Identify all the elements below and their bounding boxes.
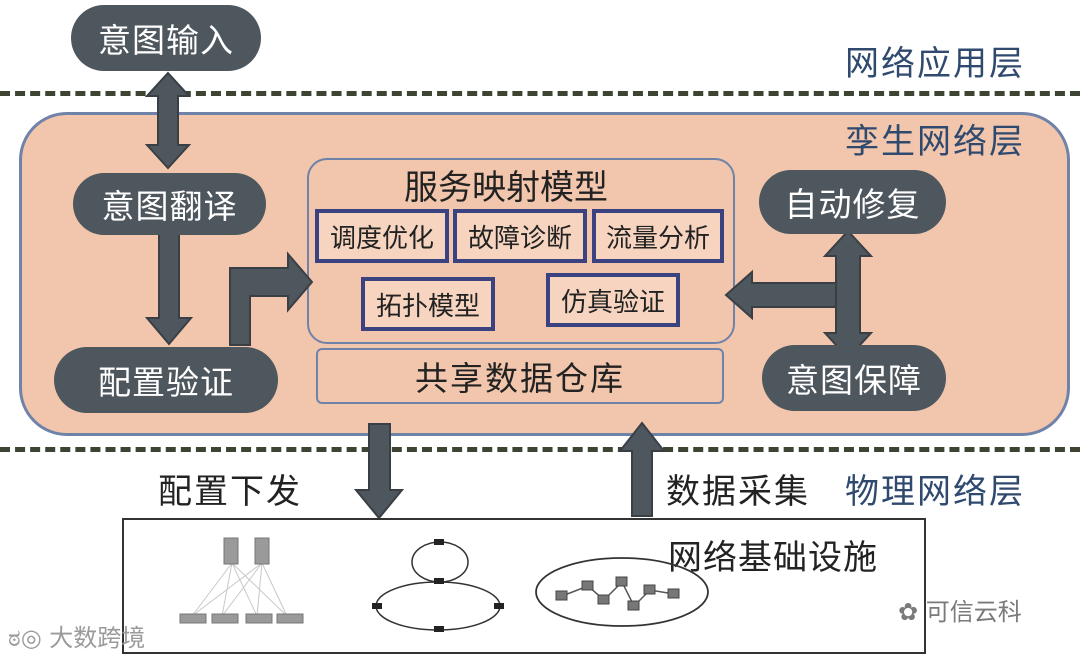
network-infrastructure-title: 网络基础设施 bbox=[668, 538, 878, 578]
auto-repair-node: 自动修复 bbox=[759, 170, 946, 234]
arrow-to-service-model bbox=[724, 269, 837, 321]
arrow-data-collect bbox=[617, 421, 667, 517]
service-mapping-model-box bbox=[307, 158, 735, 344]
arrow-translate-verify bbox=[144, 231, 194, 346]
data-collect-label: 数据采集 bbox=[666, 472, 810, 512]
intent-translate-node: 意图翻译 bbox=[73, 173, 266, 235]
layer-divider-bottom bbox=[0, 447, 1080, 452]
physical-layer-label: 物理网络层 bbox=[845, 472, 1025, 512]
arrow-config-push bbox=[353, 423, 405, 520]
wechat-icon: ✿ bbox=[898, 598, 926, 626]
mesh-topology-icon bbox=[535, 557, 709, 627]
watermark-left: ಠ◎ 大数跨境 bbox=[8, 618, 145, 653]
service-mapping-model-title: 服务映射模型 bbox=[404, 168, 608, 208]
config-push-label: 配置下发 bbox=[158, 472, 302, 512]
module-schedule-optimization: 调度优化 bbox=[315, 209, 449, 263]
module-topology-model: 拓扑模型 bbox=[361, 277, 495, 331]
datacenter-topology-icon bbox=[191, 562, 288, 617]
twin-layer-label: 孪生网络层 bbox=[845, 122, 1025, 162]
application-layer-label: 网络应用层 bbox=[845, 44, 1025, 84]
ring-topology-icon bbox=[375, 541, 501, 631]
shared-data-repository: 共享数据仓库 bbox=[316, 348, 724, 404]
layer-divider-top bbox=[0, 91, 1080, 96]
arrow-input-translate bbox=[144, 71, 192, 170]
module-traffic-analysis: 流量分析 bbox=[592, 209, 724, 263]
watermark-left-text: 大数跨境 bbox=[49, 624, 146, 652]
watermark-right-text: 可信云科 bbox=[925, 598, 1022, 626]
module-fault-diagnosis: 故障诊断 bbox=[453, 209, 587, 263]
intent-assure-node: 意图保障 bbox=[762, 345, 946, 411]
module-simulation-verify: 仿真验证 bbox=[546, 273, 680, 327]
intent-input-node: 意图输入 bbox=[71, 5, 261, 71]
infrastructure-diagrams bbox=[179, 537, 709, 632]
config-verify-node: 配置验证 bbox=[54, 347, 278, 413]
arrow-verify-service bbox=[229, 251, 314, 346]
watermark-right: ✿ 可信云科 bbox=[898, 592, 1022, 627]
watermark-left-logo-icon: ಠ◎ bbox=[8, 624, 50, 652]
